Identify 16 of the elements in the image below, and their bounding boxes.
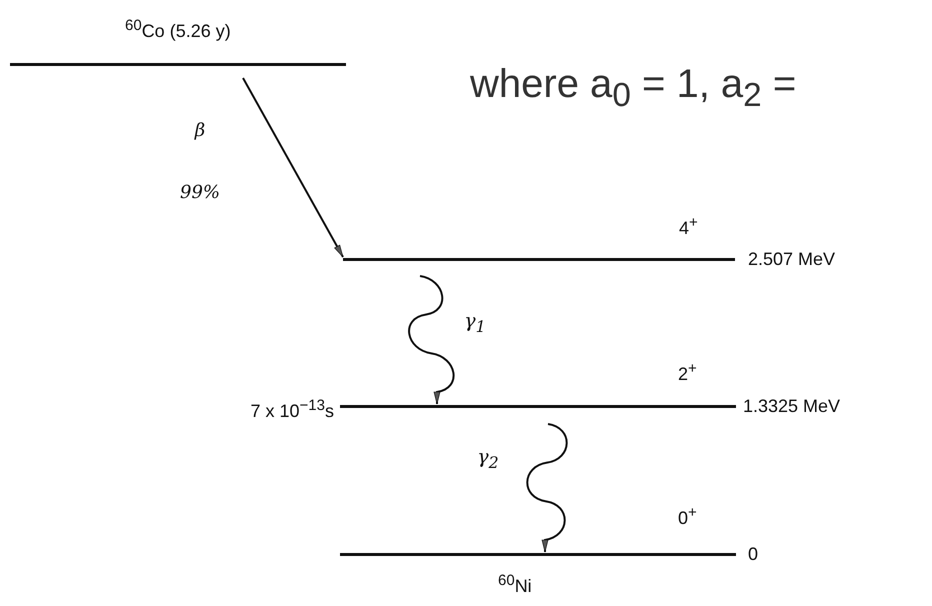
- beta-decay-arrow: [242, 78, 344, 258]
- nuclide-label: $^{60}$Ni: [498, 571, 532, 597]
- equation-text: where a$_{0}$ = 1, a$_{2}$ =: [470, 62, 796, 115]
- nuclide-label: $^{60}$Co (5.26 y): [125, 16, 231, 42]
- edge-label: β 99%: [180, 119, 220, 205]
- energy-label: 2.507 MeV: [748, 248, 836, 270]
- spin-parity-label: 4$^{+}$: [679, 213, 698, 239]
- edge-label: γ$_{2}$: [476, 446, 500, 472]
- gamma-transition-arrow: [408, 275, 455, 404]
- lifetime-label: 7 x 10$^{−13}$s: [250, 396, 334, 422]
- gamma-transition-arrow: [526, 423, 568, 552]
- spin-parity-label: 0$^{+}$: [678, 503, 697, 529]
- energy-label: 0: [748, 543, 758, 565]
- energy-label: 1.3325 MeV: [743, 395, 840, 417]
- spin-parity-label: 2$^{+}$: [678, 359, 697, 385]
- edge-label: γ$_{1}$: [463, 310, 487, 336]
